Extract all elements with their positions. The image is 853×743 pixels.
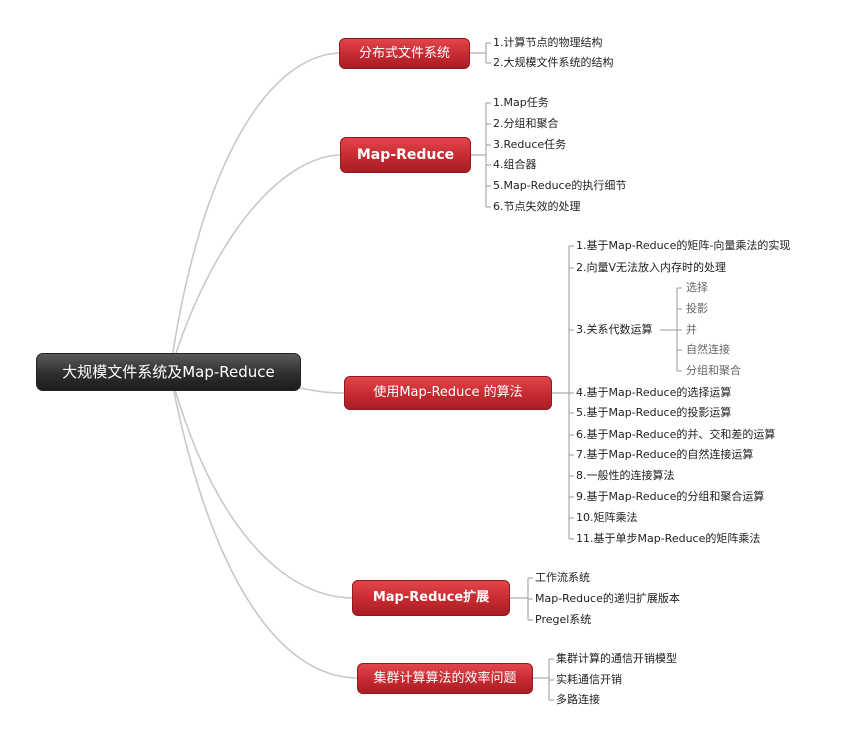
bracket-branch-5: [533, 658, 554, 701]
leaf-b4-2[interactable]: Map-Reduce的递归扩展版本: [535, 592, 680, 605]
connector-branch-3: [299, 387, 345, 394]
bracket-branch-1: [470, 42, 491, 64]
branch-efficiency[interactable]: 集群计算算法的效率问题: [357, 663, 533, 694]
relational-op-select[interactable]: 选择: [686, 281, 708, 294]
leaf-b3-10[interactable]: 10.矩阵乘法: [576, 511, 638, 524]
leaf-b2-3[interactable]: 3.Reduce任务: [493, 138, 567, 151]
bracket-branch-3: [552, 245, 574, 540]
leaf-b1-1[interactable]: 1.计算节点的物理结构: [493, 36, 603, 49]
leaf-b5-1[interactable]: 集群计算的通信开销模型: [556, 652, 677, 665]
leaf-b3-9[interactable]: 9.基于Map-Reduce的分组和聚合运算: [576, 490, 765, 503]
leaf-b3-11[interactable]: 11.基于单步Map-Reduce的矩阵乘法: [576, 532, 761, 545]
bracket-branch-4: [510, 577, 533, 621]
leaf-brackets: [470, 42, 682, 701]
leaf-b2-5[interactable]: 5.Map-Reduce的执行细节: [493, 179, 627, 192]
leaf-b5-2[interactable]: 实耗通信开销: [556, 673, 622, 686]
relational-op-natural-join[interactable]: 自然连接: [686, 343, 730, 356]
bracket-branch-2: [471, 102, 491, 208]
branch-map-reduce[interactable]: Map-Reduce: [340, 137, 471, 173]
leaf-b3-1[interactable]: 1.基于Map-Reduce的矩阵-向量乘法的实现: [576, 239, 791, 252]
leaf-b3-6[interactable]: 6.基于Map-Reduce的并、交和差的运算: [576, 428, 776, 441]
relational-op-union[interactable]: 并: [686, 323, 697, 336]
leaf-b4-1[interactable]: 工作流系统: [535, 571, 590, 584]
leaf-b3-4[interactable]: 4.基于Map-Reduce的选择运算: [576, 386, 732, 399]
leaf-b3-5[interactable]: 5.基于Map-Reduce的投影运算: [576, 406, 732, 419]
leaf-b3-7[interactable]: 7.基于Map-Reduce的自然连接运算: [576, 448, 754, 461]
root-topic[interactable]: 大规模文件系统及Map-Reduce: [36, 353, 301, 391]
leaf-b3-3[interactable]: 3.关系代数运算: [576, 323, 653, 336]
branch-map-reduce-extension[interactable]: Map-Reduce扩展: [352, 580, 510, 616]
leaf-b1-2[interactable]: 2.大规模文件系统的结构: [493, 56, 614, 69]
leaf-b2-2[interactable]: 2.分组和聚合: [493, 117, 559, 130]
branch-algorithms[interactable]: 使用Map-Reduce 的算法: [344, 376, 552, 410]
leaf-b4-3[interactable]: Pregel系统: [535, 613, 592, 626]
connector-branch-1: [169, 52, 341, 373]
bracket-relational-ops: [660, 287, 682, 372]
leaf-b2-6[interactable]: 6.节点失效的处理: [493, 200, 581, 213]
leaf-b3-2[interactable]: 2.向量V无法放入内存时的处理: [576, 261, 727, 274]
root-connectors: [169, 52, 358, 679]
connector-branch-5: [169, 371, 358, 679]
leaf-b5-3[interactable]: 多路连接: [556, 693, 600, 706]
relational-op-project[interactable]: 投影: [686, 302, 708, 315]
leaf-b2-4[interactable]: 4.组合器: [493, 158, 537, 171]
branch-distributed-fs[interactable]: 分布式文件系统: [339, 38, 470, 69]
connector-branch-4: [169, 371, 353, 599]
leaf-b3-8[interactable]: 8.一般性的连接算法: [576, 469, 675, 482]
relational-op-group-aggregate[interactable]: 分组和聚合: [686, 364, 741, 377]
leaf-b2-1[interactable]: 1.Map任务: [493, 96, 549, 109]
connector-branch-2: [169, 154, 341, 373]
